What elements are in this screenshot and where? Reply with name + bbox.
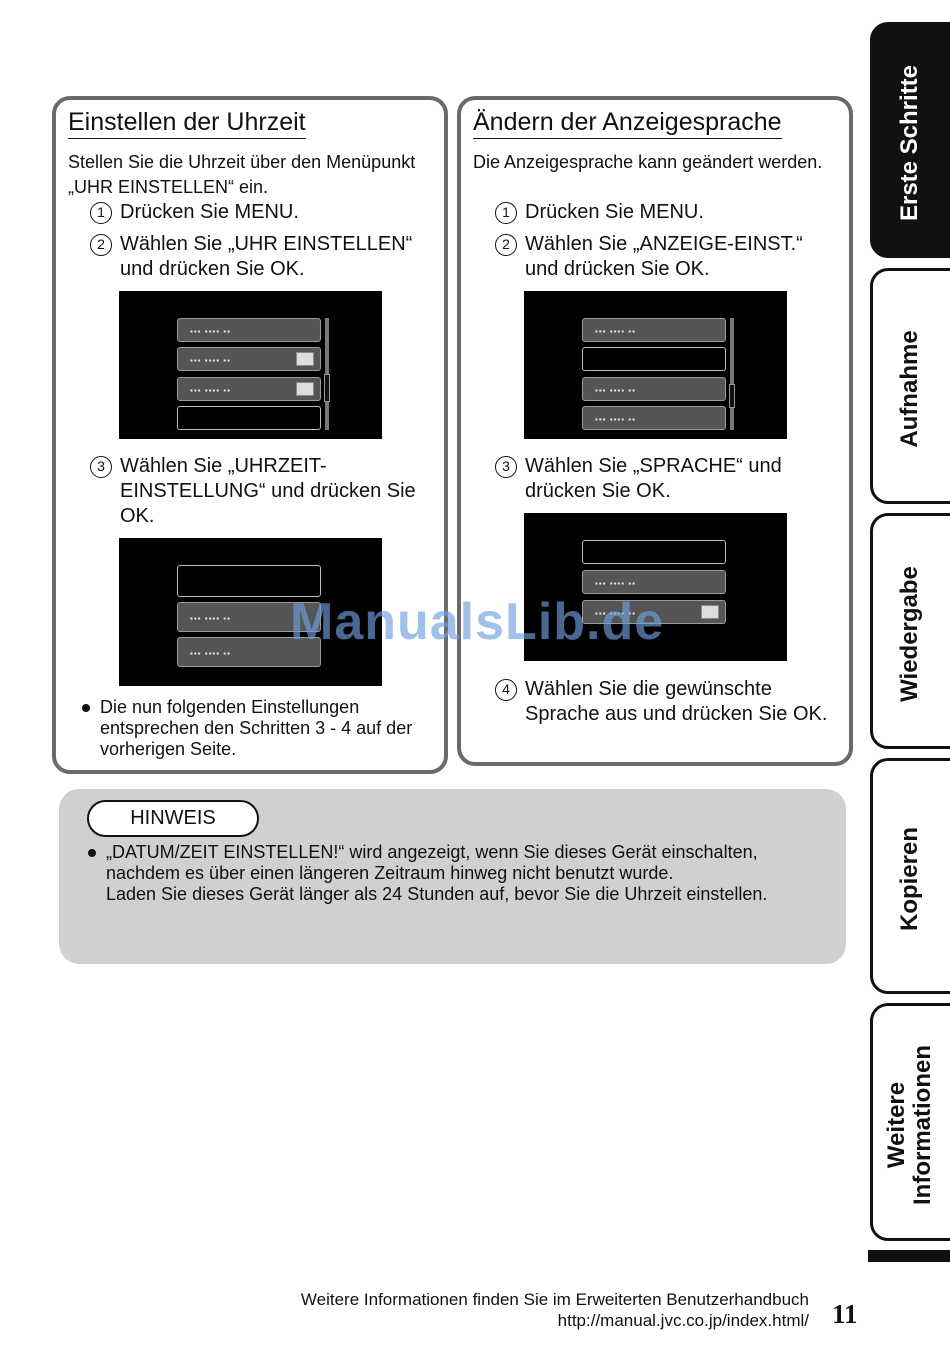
menu-item: ▪▪▪ ▪▪▪▪ ▪▪: [177, 602, 321, 632]
watermark: ManualsLib.de: [290, 593, 665, 651]
section-title: Einstellen der Uhrzeit: [68, 108, 306, 139]
menu-screenshot: ▪▪▪ ▪▪▪▪ ▪▪ ▪▪▪ ▪▪▪▪ ▪▪: [524, 513, 787, 661]
scrollbar: [729, 318, 735, 430]
step-text: Drücken Sie MENU.: [525, 201, 704, 223]
step-3: 3 Wählen Sie „UHRZEIT-EINSTELLUNG“ und d…: [90, 454, 430, 529]
step-number-badge: 4: [495, 679, 517, 701]
tab-label: Aufnahme: [896, 330, 923, 448]
menu-item: ▪▪▪ ▪▪▪▪ ▪▪: [582, 570, 726, 594]
toggle-icon: [296, 352, 314, 366]
menu-item: ▪▪▪ ▪▪▪▪ ▪▪: [177, 347, 321, 371]
tab-bottom-bar: [868, 1250, 950, 1262]
page-number: 11: [832, 1299, 858, 1329]
step-4: 4 Wählen Sie die gewünschte Sprache aus …: [495, 677, 835, 727]
menu-item-selected: [177, 565, 321, 597]
tab-erste-schritte[interactable]: Erste Schritte: [870, 22, 950, 258]
step-number-badge: 2: [495, 234, 517, 256]
section-title: Ändern der Anzeigesprache: [473, 108, 782, 139]
menu-item-selected: [177, 406, 321, 430]
step-number-badge: 3: [495, 456, 517, 478]
menu-item: ▪▪▪ ▪▪▪▪ ▪▪: [177, 377, 321, 401]
menu-screenshot: ▪▪▪ ▪▪▪▪ ▪▪ ▪▪▪ ▪▪▪▪ ▪▪ ▪▪▪ ▪▪▪▪ ▪▪: [524, 291, 787, 439]
step-text: Wählen Sie „UHRZEIT-EINSTELLUNG“ und drü…: [120, 455, 416, 527]
section-intro: Die Anzeigesprache kann geändert werden.: [473, 152, 823, 172]
hinweis-text: „DATUM/ZEIT EINSTELLEN!“ wird angezeigt,…: [106, 842, 758, 883]
menu-item: ▪▪▪ ▪▪▪▪ ▪▪: [582, 600, 726, 624]
step-2: 2 Wählen Sie „UHR EINSTELLEN“ und drücke…: [90, 232, 430, 282]
tab-aufnahme[interactable]: Aufnahme: [870, 268, 950, 504]
tab-kopieren[interactable]: Kopieren: [870, 758, 950, 994]
step-number-badge: 1: [90, 202, 112, 224]
menu-item: ▪▪▪ ▪▪▪▪ ▪▪: [582, 406, 726, 430]
step-number-badge: 3: [90, 456, 112, 478]
tab-label: Erste Schritte: [896, 64, 923, 222]
tab-wiedergabe[interactable]: Wiedergabe: [870, 513, 950, 749]
footer-line: Weitere Informationen finden Sie im Erwe…: [300, 1290, 809, 1309]
step-text: Wählen Sie die gewünschte Sprache aus un…: [525, 678, 828, 725]
menu-screenshot: ▪▪▪ ▪▪▪▪ ▪▪ ▪▪▪ ▪▪▪▪ ▪▪ ▪▪▪ ▪▪▪▪ ▪▪: [119, 291, 382, 439]
step-number-badge: 1: [495, 202, 517, 224]
toggle-icon: [701, 605, 719, 619]
hinweis-bullet: „DATUM/ZEIT EINSTELLEN!“ wird angezeigt,…: [88, 842, 826, 905]
section-intro: Stellen Sie die Uhrzeit über den Menüpun…: [68, 152, 416, 197]
step-1: 1 Drücken Sie MENU.: [90, 200, 430, 225]
menu-item-selected: [582, 540, 726, 564]
tab-weitere-informationen[interactable]: Weitere Informationen: [870, 1003, 950, 1241]
step-number-badge: 2: [90, 234, 112, 256]
menu-item: ▪▪▪ ▪▪▪▪ ▪▪: [582, 318, 726, 342]
step-2: 2 Wählen Sie „ANZEIGE-EINST.“ und drücke…: [495, 232, 835, 282]
step-3: 3 Wählen Sie „SPRACHE“ und drücken Sie O…: [495, 454, 835, 504]
hinweis-text: Laden Sie dieses Gerät länger als 24 Stu…: [106, 884, 768, 904]
hinweis-panel: HINWEIS „DATUM/ZEIT EINSTELLEN!“ wird an…: [59, 789, 846, 964]
step-1: 1 Drücken Sie MENU.: [495, 200, 835, 225]
footer-text: Weitere Informationen finden Sie im Erwe…: [301, 1289, 809, 1331]
menu-item: ▪▪▪ ▪▪▪▪ ▪▪: [177, 637, 321, 667]
step-text: Wählen Sie „ANZEIGE-EINST.“ und drücken …: [525, 233, 803, 280]
menu-item-selected: [582, 347, 726, 371]
tab-label: Weitere Informationen: [883, 1045, 936, 1205]
menu-item: ▪▪▪ ▪▪▪▪ ▪▪: [177, 318, 321, 342]
tab-label: Wiedergabe: [896, 566, 923, 702]
scrollbar: [324, 318, 330, 430]
bullet-icon: [88, 849, 96, 857]
language-setting-section: Ändern der Anzeigesprache Die Anzeigespr…: [457, 96, 853, 766]
bullet-icon: [82, 704, 90, 712]
note-bullet: Die nun folgenden Einstellungen entsprec…: [82, 697, 440, 760]
toggle-icon: [296, 382, 314, 396]
menu-item: ▪▪▪ ▪▪▪▪ ▪▪: [582, 377, 726, 401]
menu-screenshot: ▪▪▪ ▪▪▪▪ ▪▪ ▪▪▪ ▪▪▪▪ ▪▪: [119, 538, 382, 686]
footer-url: http://manual.jvc.co.jp/index.html/: [557, 1311, 809, 1330]
step-text: Wählen Sie „SPRACHE“ und drücken Sie OK.: [525, 455, 782, 502]
note-text: Die nun folgenden Einstellungen entsprec…: [100, 697, 413, 759]
tab-label: Kopieren: [896, 826, 923, 932]
hinweis-label: HINWEIS: [87, 800, 259, 837]
step-text: Drücken Sie MENU.: [120, 201, 299, 223]
clock-setting-section: Einstellen der Uhrzeit Stellen Sie die U…: [52, 96, 448, 774]
step-text: Wählen Sie „UHR EINSTELLEN“ und drücken …: [120, 233, 413, 280]
